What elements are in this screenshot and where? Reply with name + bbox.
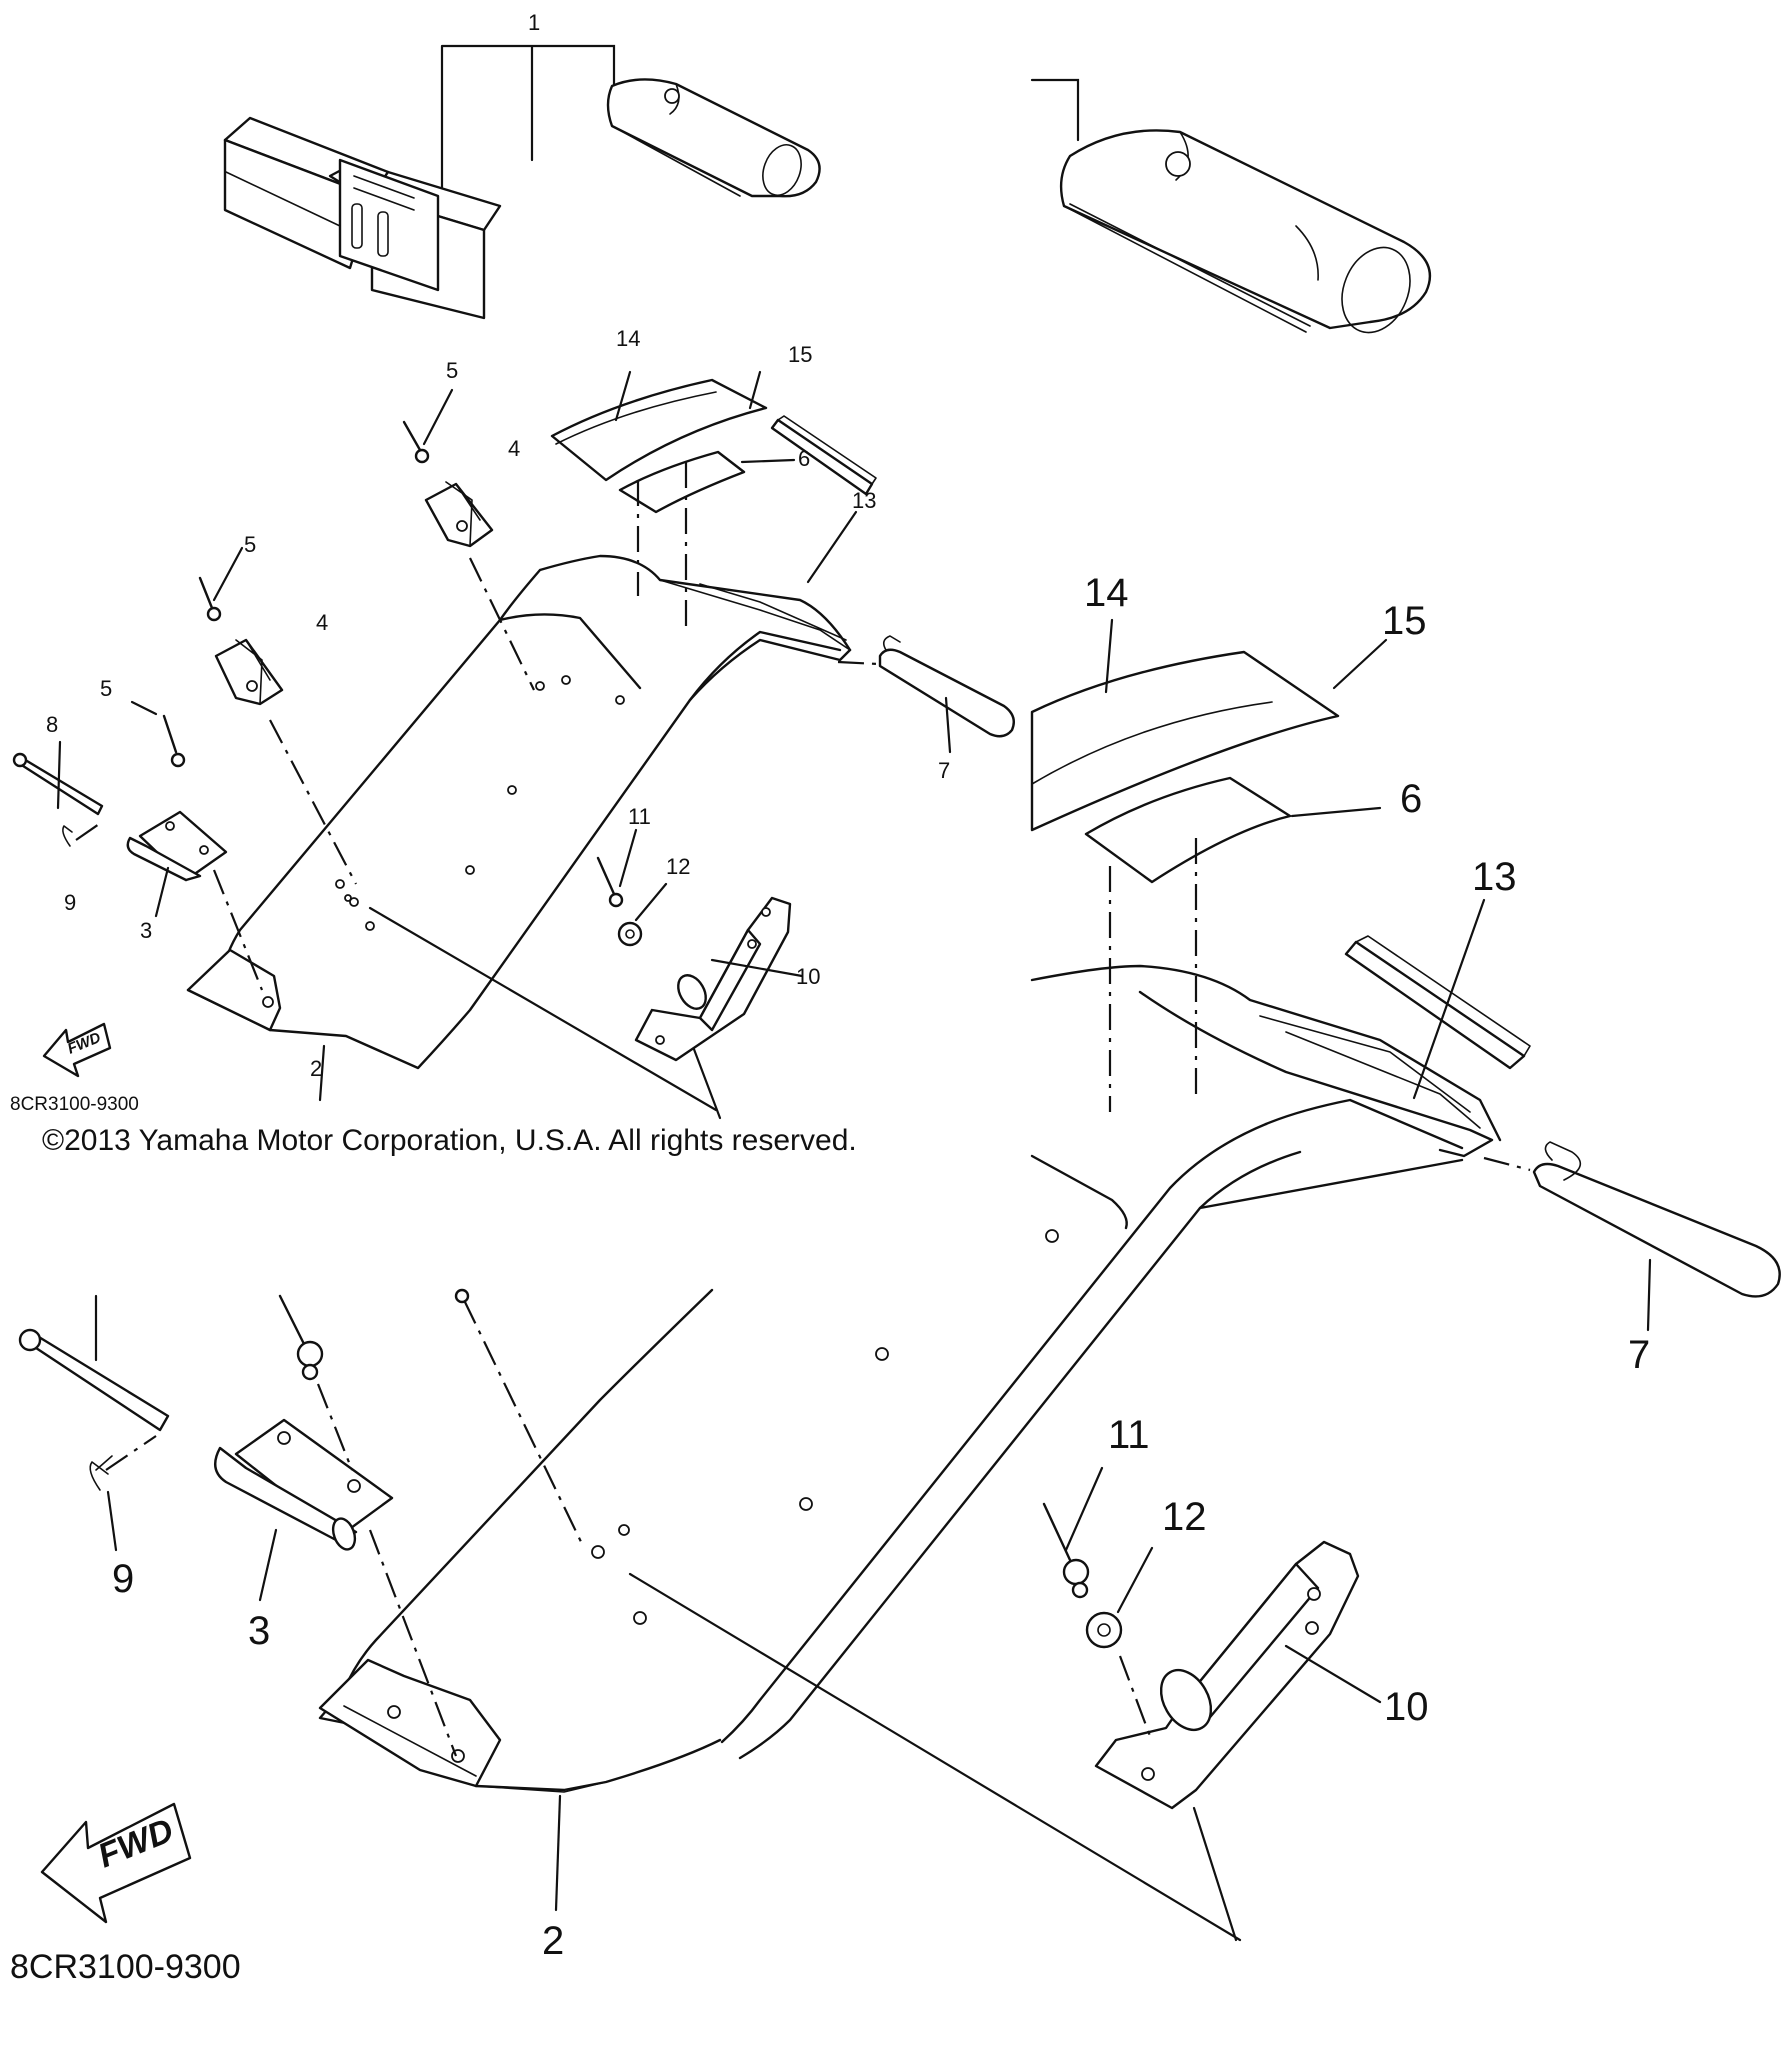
detail-pad-6 xyxy=(1084,776,1382,1112)
part-1-cover-bag xyxy=(223,44,821,320)
callout-5-mid: 5 xyxy=(244,532,256,557)
detail-rod-7 xyxy=(1483,1141,1781,1332)
fwd-arrow-icon: FWD xyxy=(42,1022,112,1078)
callout-4-upper: 4 xyxy=(508,436,520,461)
callout-15: 15 xyxy=(788,342,812,367)
detail-clip-9 xyxy=(89,1435,157,1552)
fwd-arrow-large-icon: FWD xyxy=(40,1802,192,1924)
detail-callout-13: 13 xyxy=(1472,855,1517,899)
copyright-text: ©2013 Yamaha Motor Corporation, U.S.A. A… xyxy=(42,1124,857,1157)
part-7-rod xyxy=(837,635,1015,738)
detail-callout-3: 3 xyxy=(248,1609,270,1653)
callout-1: 1 xyxy=(528,10,540,35)
part-4-clip-upper xyxy=(424,481,535,691)
callout-2: 2 xyxy=(310,1056,322,1081)
callout-14: 14 xyxy=(616,326,640,351)
callout-8: 8 xyxy=(46,712,58,737)
detail-callout-6: 6 xyxy=(1400,777,1422,821)
part-5-rivet-upper xyxy=(402,388,454,464)
detail-pin-8 xyxy=(18,1294,170,1432)
detail-callout-11: 11 xyxy=(1108,1413,1150,1457)
part-5-rivet-lower xyxy=(130,700,186,768)
part-14-15-decal xyxy=(550,378,768,626)
callout-5-upper: 5 xyxy=(446,358,458,383)
callout-5-lower: 5 xyxy=(100,676,112,701)
detail-callout-14: 14 xyxy=(1084,571,1129,615)
detail-callout-7: 7 xyxy=(1628,1333,1650,1377)
detail-washer-12 xyxy=(1085,1546,1154,1737)
callout-11: 11 xyxy=(628,804,651,829)
callout-6: 6 xyxy=(798,446,810,471)
overview-diagram: 1 2 3 4 4 5 5 5 6 7 8 9 10 11 12 13 14 1… xyxy=(10,10,1015,1120)
part-2-base-plate xyxy=(186,554,852,1120)
detail-base-plate xyxy=(318,1229,1242,1942)
detail-callout-2: 2 xyxy=(542,1919,564,1963)
part-5-rivet-mid xyxy=(198,546,244,622)
detail-rivet-11 xyxy=(1042,1466,1104,1599)
detail-callout-10: 10 xyxy=(1384,1685,1429,1729)
callout-3: 3 xyxy=(140,918,152,943)
part-11-rivet xyxy=(596,828,638,908)
detail-rivet-5 xyxy=(278,1294,354,1471)
callout-12: 12 xyxy=(666,854,690,879)
callout-9: 9 xyxy=(64,890,76,915)
detail-seat-top xyxy=(720,964,1502,1760)
callout-7: 7 xyxy=(938,758,950,783)
part-4-clip-lower xyxy=(214,638,357,885)
part-10-bracket xyxy=(634,896,804,1062)
detail-hinge-3 xyxy=(214,1418,458,1757)
detail-bar-13 xyxy=(1344,898,1531,1100)
diagram-code: 8CR3100-9300 xyxy=(10,1094,139,1115)
part-8-pin xyxy=(12,740,104,816)
detail-callout-15: 15 xyxy=(1382,599,1427,643)
leader-13 xyxy=(806,510,858,584)
callout-13: 13 xyxy=(852,488,876,513)
detail-callout-9: 9 xyxy=(112,1557,134,1601)
callout-10: 10 xyxy=(796,964,820,989)
diagram-code-large: 8CR3100-9300 xyxy=(10,1948,241,1986)
callout-4-lower: 4 xyxy=(316,610,328,635)
detail-decal-14-15 xyxy=(1030,618,1388,832)
part-13-pad xyxy=(770,415,877,496)
detail-lower: FWD 8CR3100-9300 xyxy=(10,1229,1382,1986)
leader-6 xyxy=(740,458,796,464)
part-12-washer xyxy=(617,882,668,947)
detail-bracket-10 xyxy=(1094,1540,1382,1810)
detail-callout-12: 12 xyxy=(1162,1495,1207,1539)
part-3-hinge xyxy=(126,810,264,991)
detail-upper-right xyxy=(720,78,1781,1760)
part-9-clip xyxy=(62,821,103,847)
leader-14 xyxy=(614,370,632,422)
leader-15 xyxy=(748,370,762,410)
detail-pouch xyxy=(1030,78,1431,334)
leader-7 xyxy=(944,696,952,754)
